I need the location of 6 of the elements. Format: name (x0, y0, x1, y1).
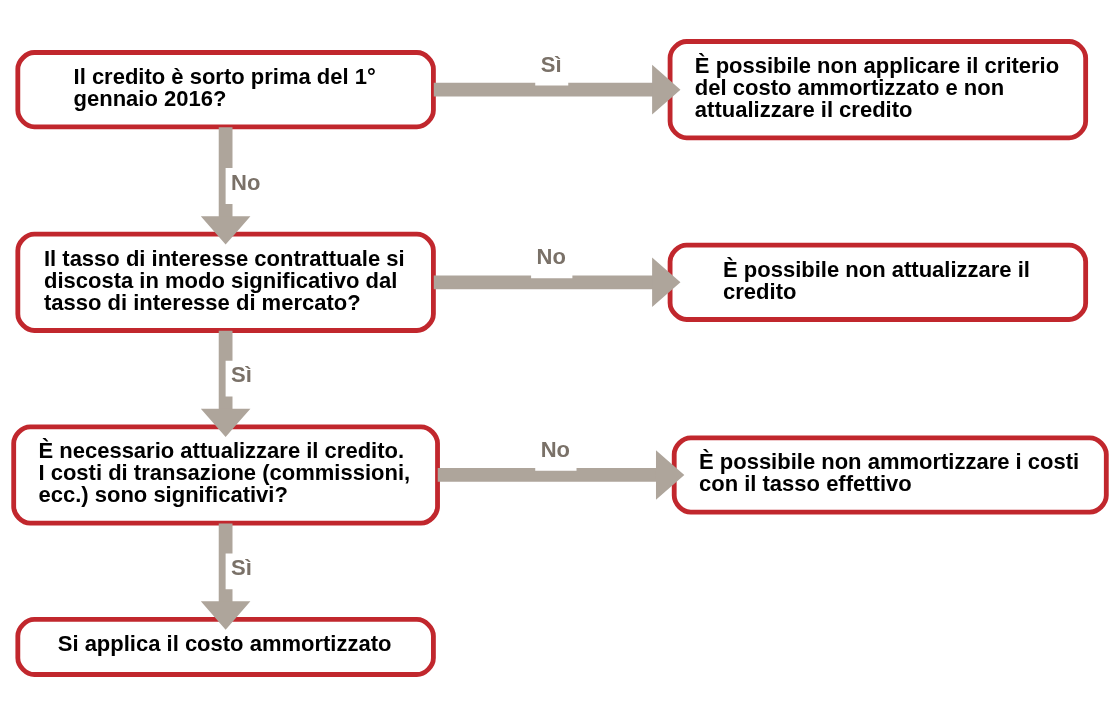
edge-label: Sì (540, 51, 562, 76)
edge-label: No (231, 169, 261, 195)
edge-label: Sì (231, 554, 252, 580)
edge-label: No (540, 436, 571, 462)
edge-label: Sì (231, 361, 252, 387)
edge-label: No (536, 243, 566, 269)
